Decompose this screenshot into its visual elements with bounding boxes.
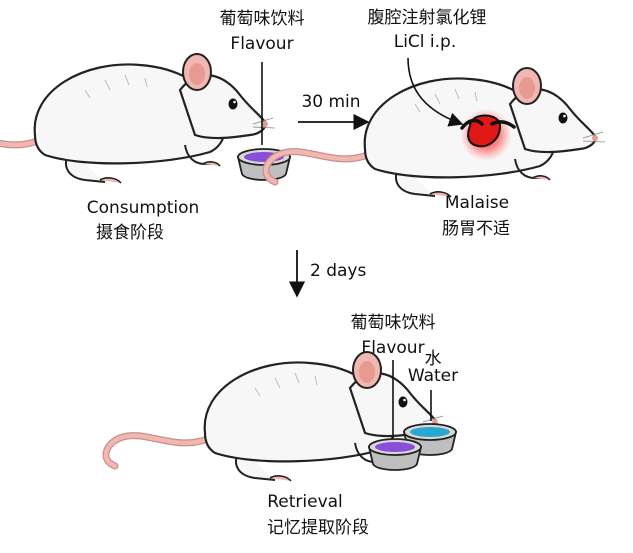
stage3-water-liquid — [410, 427, 450, 437]
consumption-mouse — [0, 54, 275, 183]
stage2-injection-zh: 腹腔注射氯化锂 — [368, 8, 487, 28]
stage1-phase-zh: 摄食阶段 — [96, 223, 164, 243]
stage2-injection-en: LiCl i.p. — [394, 32, 457, 52]
arrow-down-label: 2 days — [310, 261, 366, 281]
stage1-flavour-zh: 葡萄味饮料 — [220, 9, 305, 29]
stage3-phase-en: Retrieval — [267, 492, 343, 512]
stage3-flavour-liquid — [375, 442, 415, 452]
arrow-right-label: 30 min — [301, 92, 360, 112]
stage1-flavour-en: Flavour — [230, 34, 293, 54]
stage2-phase-en: Malaise — [445, 193, 509, 213]
stage3-flavour-bowl — [367, 438, 423, 471]
stage1-phase-en: Consumption — [87, 198, 200, 218]
stage3-water-en: Water — [408, 366, 458, 386]
stage3-water-zh: 水 — [425, 349, 442, 369]
stage3-flavour-en: Flavour — [361, 338, 424, 358]
malaise-stomach — [460, 109, 516, 161]
stage3-flavour-zh: 葡萄味饮料 — [351, 313, 436, 333]
malaise-mouse — [266, 68, 605, 197]
stage2-phase-zh: 肠胃不适 — [442, 219, 510, 239]
injection-arrow — [407, 57, 464, 127]
stage3-phase-zh: 记忆提取阶段 — [267, 518, 369, 538]
